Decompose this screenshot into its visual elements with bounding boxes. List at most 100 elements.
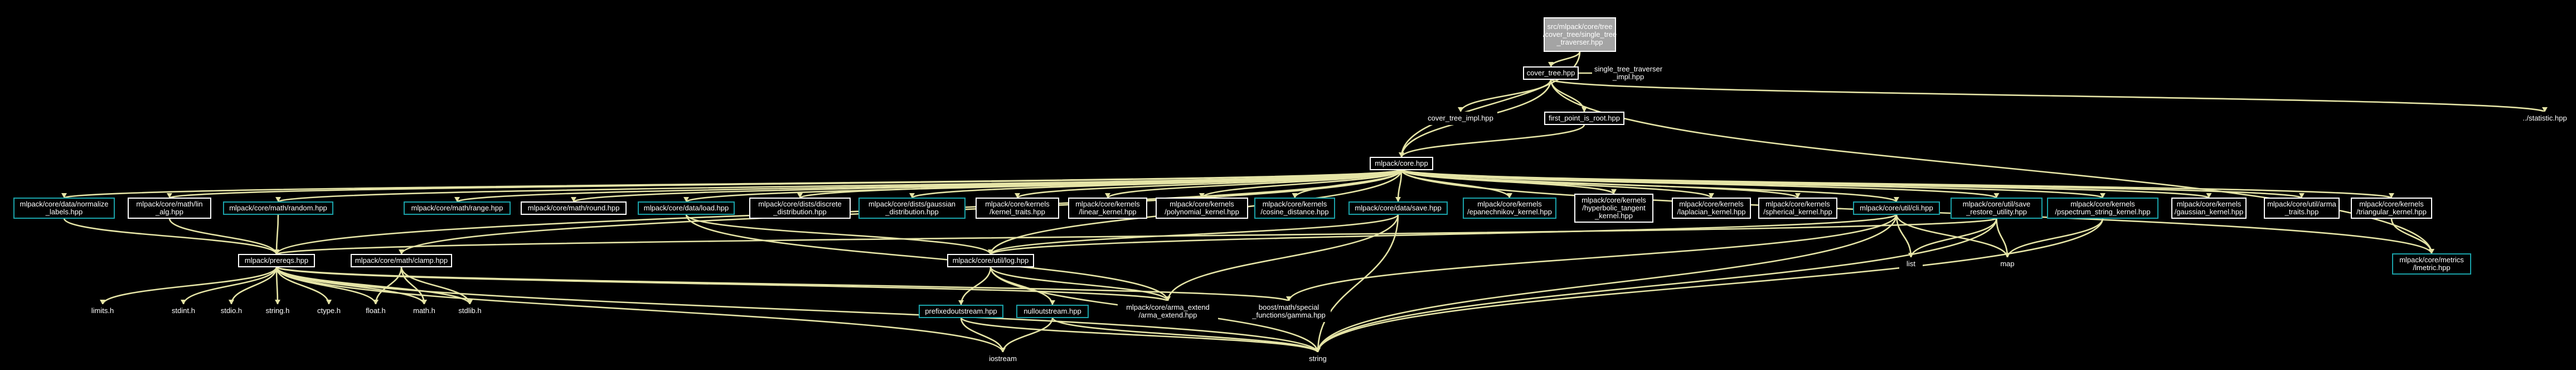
node-float[interactable]: float.h bbox=[357, 304, 395, 318]
node-normalize[interactable]: mlpack/core/data/normalize_labels.hpp bbox=[13, 198, 115, 219]
node-stdint[interactable]: stdint.h bbox=[162, 304, 205, 318]
node-round[interactable]: mlpack/core/math/round.hpp bbox=[521, 201, 627, 215]
node-ctype[interactable]: ctype.h bbox=[310, 304, 348, 318]
arrowhead-clamp-to-float bbox=[373, 300, 379, 305]
node-label-ctype-line-0: ctype.h bbox=[317, 306, 341, 315]
node-core[interactable]: mlpack/core.hpp bbox=[1370, 157, 1433, 170]
node-spherical[interactable]: mlpack/core/kernels/spherical_kernel.hpp bbox=[1758, 198, 1837, 219]
node-kernel_traits[interactable]: mlpack/core/kernels/kernel_traits.hpp bbox=[976, 198, 1059, 219]
node-label-laplacian-line-1: /laplacian_kernel.hpp bbox=[1677, 208, 1746, 216]
node-box-limits bbox=[82, 304, 123, 318]
arrowhead-cli-to-log bbox=[988, 249, 993, 254]
node-triangular[interactable]: mlpack/core/kernels/triangular_kernel.hp… bbox=[2351, 198, 2432, 219]
node-lmetric[interactable]: mlpack/core/metrics/lmetric.hpp bbox=[2392, 253, 2471, 275]
node-label-core-line-0: mlpack/core.hpp bbox=[1375, 159, 1428, 167]
node-box-iostream bbox=[983, 352, 1023, 366]
arrowhead-cover_tree-to-first_point bbox=[1582, 107, 1587, 112]
node-box-spherical bbox=[1758, 198, 1837, 219]
node-polynomial[interactable]: mlpack/core/kernels/polynomial_kernel.hp… bbox=[1156, 198, 1248, 219]
node-math[interactable]: math.h bbox=[405, 304, 443, 318]
edge-log-to-arma_extend bbox=[989, 266, 1169, 302]
node-string[interactable]: string bbox=[1300, 352, 1336, 366]
node-cover_tree[interactable]: cover_tree.hpp bbox=[1523, 66, 1579, 80]
node-label-save-line-0: mlpack/core/data/save.hpp bbox=[1355, 204, 1441, 212]
node-linear_kernel[interactable]: mlpack/core/kernels/linear_kernel.hpp bbox=[1068, 198, 1147, 219]
node-single_impl[interactable]: single_tree_traverser_impl.hpp bbox=[1592, 63, 1665, 84]
arrowhead-core-to-normalize bbox=[61, 193, 67, 198]
node-gamma[interactable]: boost/math/special_functions/gamma.hpp bbox=[1247, 301, 1331, 322]
node-box-string_h bbox=[258, 304, 297, 318]
node-box-float bbox=[357, 304, 395, 318]
edge-save_restore-to-map bbox=[1996, 218, 2009, 258]
node-label-nulloutstream-line-0: nulloutstream.hpp bbox=[1023, 307, 1081, 315]
arrowhead-core-to-load bbox=[683, 197, 689, 202]
edge-prereqs-to-string bbox=[275, 266, 1319, 353]
node-label-triangular-line-1: /triangular_kernel.hpp bbox=[2356, 208, 2427, 216]
edge-save-to-arma_extend bbox=[1167, 214, 1399, 302]
node-iostream[interactable]: iostream bbox=[983, 352, 1023, 366]
node-random[interactable]: mlpack/core/math/random.hpp bbox=[223, 201, 333, 215]
node-gaussian_kernel[interactable]: mlpack/core/kernels/gaussian_kernel.hpp bbox=[2171, 198, 2247, 219]
node-stdio[interactable]: stdio.h bbox=[212, 304, 250, 318]
node-cosine[interactable]: mlpack/core/kernels/cosine_distance.hpp bbox=[1254, 198, 1335, 219]
arrowhead-core-to-pspectrum bbox=[2100, 193, 2106, 198]
node-prereqs[interactable]: mlpack/prereqs.hpp bbox=[238, 254, 315, 267]
node-label-discrete-line-0: mlpack/core/dists/discrete bbox=[758, 200, 842, 208]
node-prefixed[interactable]: prefixedoutstream.hpp bbox=[919, 305, 1003, 318]
node-box-single_impl bbox=[1592, 63, 1665, 84]
edge-save-to-string bbox=[1317, 214, 1399, 353]
node-box-root bbox=[1544, 17, 1616, 52]
node-cover_impl[interactable]: cover_tree_impl.hpp bbox=[1424, 112, 1497, 125]
node-pspectrum[interactable]: mlpack/core/kernels/pspectrum_string_ker… bbox=[2047, 198, 2158, 219]
node-box-string bbox=[1300, 352, 1336, 366]
arrowhead-cover_tree-to-statistic bbox=[2542, 107, 2548, 112]
node-label-cover_impl-line-0: cover_tree_impl.hpp bbox=[1428, 114, 1493, 122]
edge-first_point-to-core bbox=[1400, 124, 1585, 158]
node-clamp[interactable]: mlpack/core/math/clamp.hpp bbox=[351, 254, 452, 267]
node-save[interactable]: mlpack/core/data/save.hpp bbox=[1348, 201, 1448, 215]
arrowhead-core-to-save_restore bbox=[1993, 193, 2000, 198]
node-root[interactable]: src/mlpack/core/tree/cover_tree/single_t… bbox=[1543, 17, 1617, 52]
node-label-cosine-line-1: /cosine_distance.hpp bbox=[1260, 208, 1328, 216]
arrowhead-core-to-discrete bbox=[797, 193, 803, 198]
arrowhead-core-to-laplacian bbox=[1709, 193, 1714, 198]
node-label-polynomial-line-0: mlpack/core/kernels bbox=[1170, 200, 1234, 208]
node-string_h[interactable]: string.h bbox=[258, 304, 297, 318]
node-stdlib[interactable]: stdlib.h bbox=[450, 304, 490, 318]
node-box-pspectrum bbox=[2047, 198, 2158, 219]
node-lin_alg[interactable]: mlpack/core/math/lin_alg.hpp bbox=[128, 198, 211, 219]
node-label-stdint-line-0: stdint.h bbox=[172, 306, 195, 315]
edge-cli-to-string bbox=[1317, 214, 1898, 353]
node-label-spherical-line-1: /spherical_kernel.hpp bbox=[1763, 208, 1832, 216]
arrowhead-cover_tree-to-cover_impl bbox=[1458, 107, 1463, 112]
node-gaussian_dist[interactable]: mlpack/core/dists/gaussian_distribution.… bbox=[858, 198, 966, 219]
node-log[interactable]: mlpack/core/util/log.hpp bbox=[947, 254, 1034, 267]
node-label-cosine-line-0: mlpack/core/kernels bbox=[1263, 200, 1327, 208]
node-nulloutstream[interactable]: nulloutstream.hpp bbox=[1016, 305, 1089, 318]
node-label-gaussian_kernel-line-0: mlpack/core/kernels bbox=[2177, 200, 2242, 208]
arrowhead-core-to-cosine bbox=[1292, 193, 1298, 198]
arrowhead-core-to-kernel_traits bbox=[1015, 193, 1020, 198]
node-label-single_impl-line-1: _impl.hpp bbox=[1612, 73, 1644, 81]
node-save_restore[interactable]: mlpack/core/util/save_restore_utility.hp… bbox=[1951, 198, 2043, 219]
node-label-epanechnikov-line-1: /epanechnikov_kernel.hpp bbox=[1467, 208, 1552, 216]
node-statistic[interactable]: ../statistic.hpp bbox=[2519, 112, 2570, 125]
node-label-prefixed-line-0: prefixedoutstream.hpp bbox=[925, 307, 997, 315]
node-hyperbolic[interactable]: mlpack/core/kernels/hyperbolic_tangent_k… bbox=[1574, 194, 1653, 223]
node-laplacian[interactable]: mlpack/core/kernels/laplacian_kernel.hpp bbox=[1672, 198, 1751, 219]
node-discrete[interactable]: mlpack/core/dists/discrete_distribution.… bbox=[749, 198, 851, 219]
node-arma_extend[interactable]: mlpack/core/arma_extend/arma_extend.hpp bbox=[1118, 301, 1218, 322]
arrowhead-clamp-to-math bbox=[421, 300, 427, 305]
node-load[interactable]: mlpack/core/data/load.hpp bbox=[638, 201, 735, 215]
node-list[interactable]: list bbox=[1899, 257, 1923, 271]
node-label-root-line-2: _traverser.hpp bbox=[1556, 38, 1603, 46]
node-first_point[interactable]: first_point_is_root.hpp bbox=[1544, 112, 1624, 125]
node-label-lin_alg-line-1: _alg.hpp bbox=[155, 208, 183, 216]
node-limits[interactable]: limits.h bbox=[82, 304, 123, 318]
node-cli[interactable]: mlpack/core/util/cli.hpp bbox=[1853, 201, 1940, 215]
node-epanechnikov[interactable]: mlpack/core/kernels/epanechnikov_kernel.… bbox=[1463, 198, 1556, 219]
node-range[interactable]: mlpack/core/math/range.hpp bbox=[404, 201, 511, 215]
node-map[interactable]: map bbox=[1995, 257, 2020, 271]
node-arma_traits[interactable]: mlpack/core/util/arma_traits.hpp bbox=[2264, 198, 2340, 219]
edge-prereqs-to-ctype bbox=[275, 266, 330, 305]
